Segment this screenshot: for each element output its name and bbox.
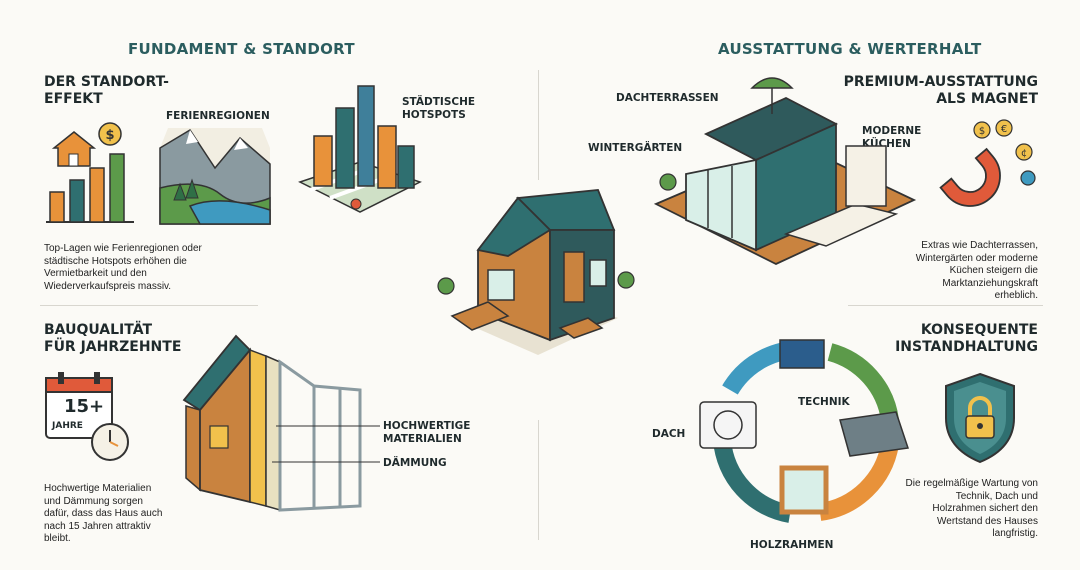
calendar-icon — [45, 372, 129, 461]
label-holzrahmen: HOLZRAHMEN — [750, 539, 834, 551]
svg-text:¢: ¢ — [1021, 148, 1027, 159]
instandhaltung-description: Die regelmäßige Wartung von Technik, Dac… — [905, 478, 1038, 539]
label-ferienregionen: FERIENREGIONEN — [166, 110, 270, 122]
divider-right-horizontal — [848, 305, 1043, 306]
mountain-lake-icon — [159, 128, 271, 225]
label-daemmung: DÄMMUNG — [383, 457, 447, 469]
ausstattung-title: PREMIUM-AUSSTATTUNG ALS MAGNET — [843, 74, 1038, 107]
tiny-house-illustration — [437, 189, 635, 355]
label-staedtische-hotspots: STÄDTISCHE HOTSPOTS — [402, 96, 476, 121]
magnet-coins-icon: $ € ¢ — [939, 119, 1036, 207]
label-dachterrassen: DACHTERRASSEN — [616, 92, 719, 104]
standort-title: DER STANDORT- EFFEKT — [44, 74, 169, 107]
right-section-heading: AUSSTATTUNG & WERTERHALT — [718, 40, 982, 58]
maintenance-cycle-illustration — [699, 339, 909, 523]
calendar-number: 15+ — [64, 396, 105, 417]
label-wintergaerten: WINTERGÄRTEN — [588, 142, 683, 154]
svg-text:$: $ — [979, 126, 985, 137]
label-technik: TECHNIK — [798, 396, 850, 408]
label-dach: DACH — [652, 428, 686, 440]
house-cross-section-illustration — [182, 334, 380, 512]
premium-house-illustration — [653, 77, 917, 265]
label-hochwertige-materialien: HOCHWERTIGE MATERIALIEN — [383, 420, 471, 445]
left-section-heading: FUNDAMENT & STANDORT — [128, 40, 355, 58]
ausstattung-description: Extras wie Dachterrassen, Wintergärten o… — [915, 240, 1038, 301]
divider-left-horizontal — [40, 305, 258, 306]
divider-vertical — [538, 70, 539, 180]
bauqualitaet-title: BAUQUALITÄT FÜR JAHRZEHNTE — [44, 322, 182, 355]
shield-lock-icon — [945, 372, 1015, 464]
instandhaltung-title: KONSEQUENTE INSTANDHALTUNG — [895, 322, 1038, 355]
divider-vertical-lower — [538, 420, 539, 540]
city-skyline-icon — [298, 85, 422, 213]
svg-text:$: $ — [105, 128, 114, 143]
svg-text:€: € — [1001, 124, 1007, 135]
bauqualitaet-description: Hochwertige Materialien und Dämmung sorg… — [44, 483, 163, 544]
standort-description: Top-Lagen wie Ferienregionen oder städti… — [44, 243, 202, 292]
calendar-unit: JAHRE — [52, 421, 83, 431]
bar-chart-icon: $ — [46, 122, 134, 223]
